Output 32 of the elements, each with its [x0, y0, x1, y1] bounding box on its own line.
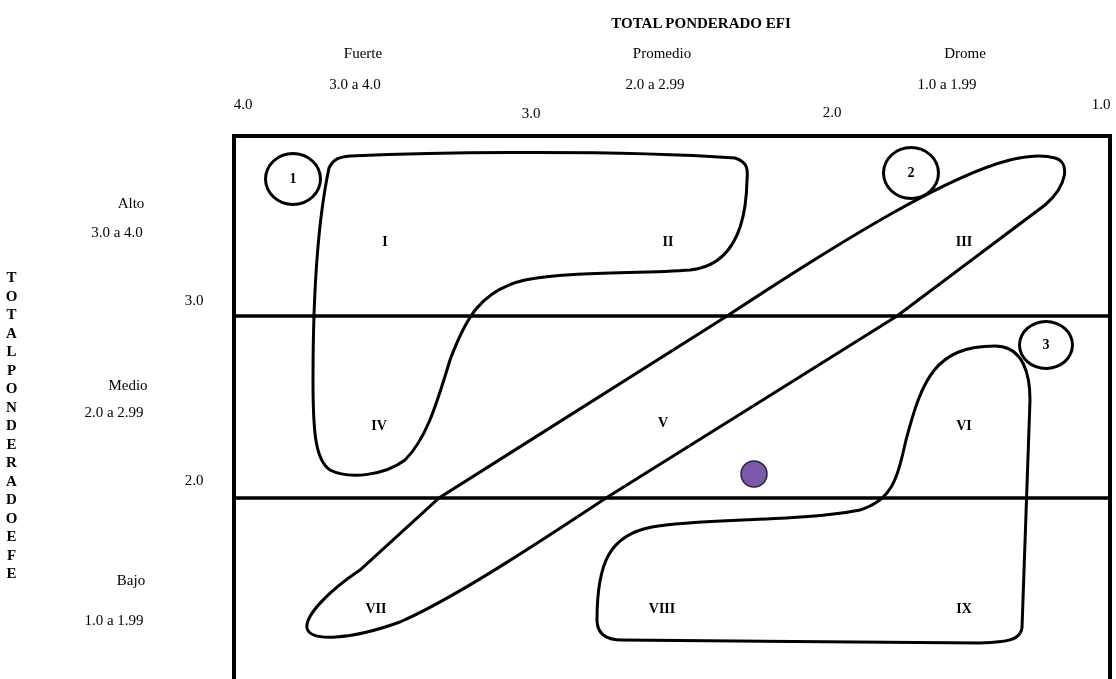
axis-label: 3.0	[521, 104, 541, 122]
quadrant-label: I	[382, 234, 388, 250]
axis-label: 1.0 a 1.99	[84, 611, 144, 629]
axis-label: Drome	[944, 44, 986, 62]
axis-label: 2.0	[822, 103, 842, 121]
axis-label: 2.0 a 2.99	[625, 75, 685, 93]
axis-title: TOTALPO NDERADOEF E	[4, 268, 19, 583]
axis-label: Promedio	[632, 44, 692, 62]
axis-label: Alto	[117, 194, 145, 212]
numbered-circle: 3	[1018, 320, 1074, 370]
axis-label: 3.0 a 4.0	[91, 223, 143, 241]
quadrant-label: III	[955, 234, 973, 250]
quadrant-label: VI	[956, 418, 972, 434]
quadrant-label: VIII	[648, 601, 676, 617]
axis-title: TOTAL PONDERADO EFI	[611, 14, 791, 32]
quadrant-label: IX	[956, 601, 972, 617]
numbered-circle: 1	[264, 152, 322, 206]
axis-label: 3.0 a 4.0	[329, 75, 381, 93]
quadrant-label: V	[657, 415, 669, 431]
axis-label: 1.0 a 1.99	[917, 75, 977, 93]
axis-label: 4.0	[233, 95, 253, 113]
axis-label: Fuerte	[343, 44, 383, 62]
axis-label: Medio	[108, 376, 148, 394]
quadrant-label: IV	[371, 418, 387, 434]
quadrant-label: VII	[365, 601, 387, 617]
quadrant-label: II	[662, 234, 674, 250]
axis-label: 2.0	[184, 471, 204, 489]
axis-label: 1.0	[1091, 95, 1111, 113]
axis-label: 3.0	[184, 291, 204, 309]
axis-label: Bajo	[116, 571, 146, 589]
numbered-circle: 2	[882, 146, 940, 200]
axis-label: 2.0 a 2.99	[84, 403, 144, 421]
